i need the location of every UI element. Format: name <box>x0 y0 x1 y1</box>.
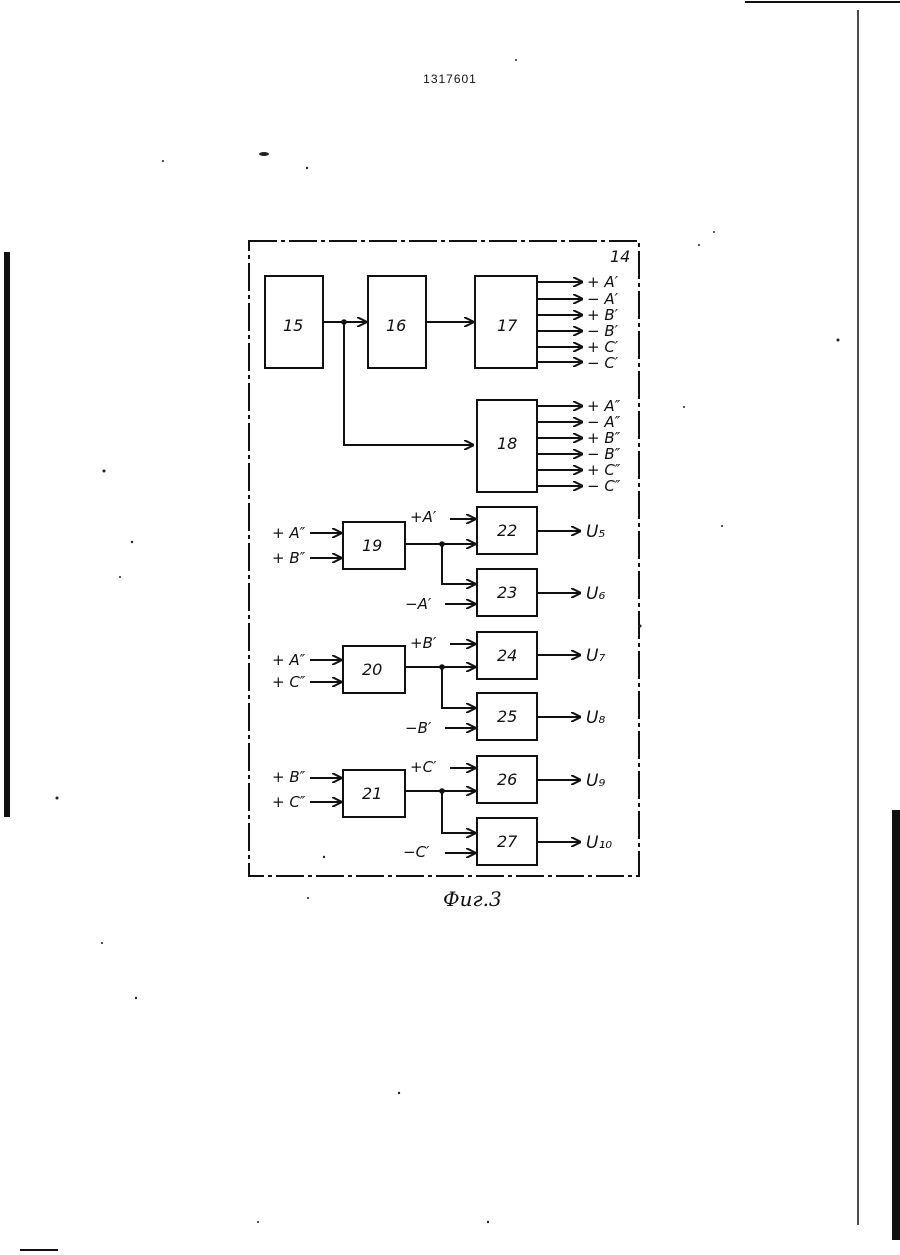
figure-caption: Фиг.3 <box>443 887 502 911</box>
b25-input-label: −B′ <box>405 719 432 737</box>
b27-input-label: −C′ <box>403 843 430 861</box>
b20-input-label: + A″ <box>272 651 306 669</box>
scan-specks <box>56 59 840 1223</box>
output-u9: U₉ <box>586 771 605 791</box>
block-22-label: 22 <box>497 521 517 540</box>
b26-input-label: +C′ <box>410 758 437 776</box>
binding-edge <box>4 252 10 817</box>
binding-edge-right <box>892 810 900 1240</box>
b19-input-label: + B″ <box>272 549 306 567</box>
unit-label: 14 <box>610 247 630 266</box>
b23-input-label: −A′ <box>405 595 432 613</box>
output-u8: U₈ <box>586 708 605 728</box>
b24-input-label: +B′ <box>410 634 437 652</box>
output-u7: U₇ <box>586 646 605 666</box>
out18-label: − C″ <box>587 477 621 495</box>
block-19-label: 19 <box>362 536 382 555</box>
block-20-label: 20 <box>362 660 382 679</box>
block-23-label: 23 <box>497 583 517 602</box>
b21-input-label: + C″ <box>272 793 306 811</box>
output-u5: U₅ <box>586 522 605 542</box>
block-17-outputs <box>537 282 582 362</box>
output-u6: U₆ <box>586 584 605 604</box>
block-15-label: 15 <box>283 316 303 335</box>
block-27-label: 27 <box>497 832 518 851</box>
out17-label: − C′ <box>587 354 619 372</box>
out17-label: + A′ <box>587 273 619 291</box>
output-u10: U₁₀ <box>586 833 612 853</box>
block-18-label: 18 <box>497 434 517 453</box>
block-17-label: 17 <box>497 316 518 335</box>
block-24-label: 24 <box>497 646 517 665</box>
block-16-label: 16 <box>386 316 406 335</box>
block-21-label: 21 <box>362 784 382 803</box>
block-18-outputs <box>537 406 582 486</box>
b22-input-label: +A′ <box>410 508 437 526</box>
b19-input-label: + A″ <box>272 524 306 542</box>
block-25-label: 25 <box>497 707 517 726</box>
b21-input-label: + B″ <box>272 768 306 786</box>
block-26-label: 26 <box>497 770 517 789</box>
b20-input-label: + C″ <box>272 673 306 691</box>
